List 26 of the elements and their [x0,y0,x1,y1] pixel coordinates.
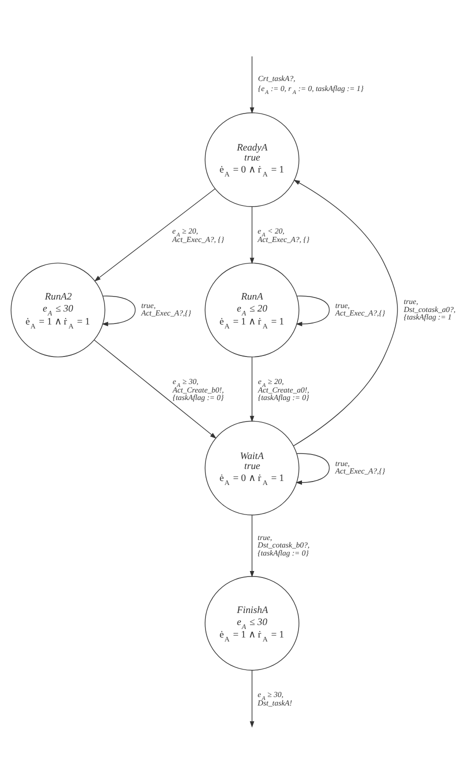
arrow [94,188,216,282]
edge-label: true, Act_Exec_A?,{} [335,458,386,476]
edge-label: e$_{A}$ ≥ 30, Dst_taskA! [258,690,292,708]
arrow [94,340,216,439]
arrow [250,206,254,264]
edge-label: e$_{A}$ ≥ 20, Act_Exec_A?, {} [172,226,224,244]
arrow [296,296,330,326]
node-circle: RunA e$_{A}$ ≤ 20 ė$_{A}$ = 1 ∧ ṙ$_{A}$ = 1 [204,262,300,358]
edge-label: true, Act_Exec_A?,{} [141,300,192,318]
edge-label: e$_{A}$ ≥ 30, Act_Create_b0!, {taskAflag := 0} [172,377,224,402]
arrow [293,180,398,446]
edge-label: true, Dst_cotask_a0?, {taskAflag := 1 [404,297,456,322]
node-circle: WaitA true ė$_{A}$ = 0 ∧ ṙ$_{A}$ = 1 [204,420,300,516]
edge-label: e$_{A}$ ≥ 20, Act_Create_a0!, {taskAflag := 0} [258,377,310,402]
arrow [296,453,330,485]
edge-label: Crt_taskA?, {e$_{A}$ := 0, r$_{A}$ := 0, taskAflag := 1} [258,74,364,96]
edge-label: true, Act_Exec_A?,{} [335,300,386,318]
edge-label: true, Dst_cotask_b0?, {taskAflag := 0} [258,532,310,558]
arrow [250,356,254,422]
arrow [102,296,136,326]
arrow [250,56,254,114]
node-circle: RunA2 e$_{A}$ ≤ 30 ė$_{A}$ = 1 ∧ ṙ$_{A}$ = 1 [10,262,106,358]
edge-label: e$_{A}$ < 20, Act_Exec_A?, {} [258,226,310,244]
arrow [250,514,254,578]
node-circle: FinishA e$_{A}$ ≤ 30 ė$_{A}$ = 1 ∧ ṙ$_{A}$ = 1 [204,576,300,671]
arrow [250,670,254,728]
